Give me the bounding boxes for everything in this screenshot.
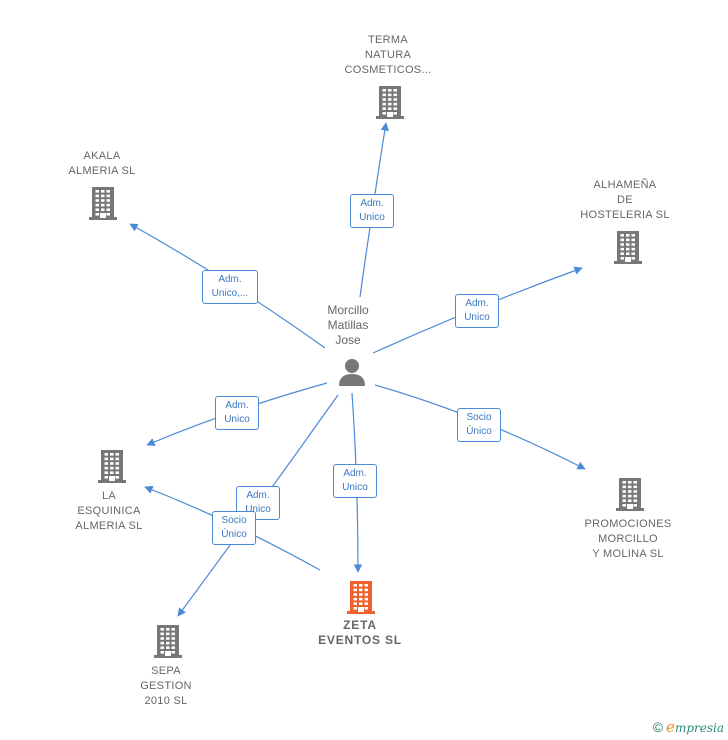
building-icon[interactable] [374, 84, 406, 125]
edge-label-promociones[interactable]: Socio Único [457, 408, 501, 442]
copyright-symbol: © [652, 719, 664, 735]
company-name-terma[interactable]: TERMA NATURA COSMETICOS... [344, 33, 432, 76]
building-icon[interactable] [345, 579, 377, 620]
building-icon[interactable] [96, 448, 128, 489]
company-name-esquinica[interactable]: LA ESQUINICA ALMERIA SL [75, 489, 143, 532]
company-name-zeta[interactable]: ZETA EVENTOS SL [318, 618, 402, 647]
edge-label-sepa[interactable]: Socio Único [212, 511, 256, 545]
edge-label-terma[interactable]: Adm. Unico [350, 194, 394, 228]
edge-label-zeta[interactable]: Adm. Unico [333, 464, 377, 498]
brand-e-letter: e [666, 718, 675, 736]
person-icon[interactable] [337, 357, 367, 392]
person-name[interactable]: Morcillo Matillas Jose [327, 303, 369, 347]
company-name-promociones[interactable]: PROMOCIONES MORCILLO Y MOLINA SL [584, 517, 672, 560]
building-icon[interactable] [152, 623, 184, 664]
edge-label-alhamena[interactable]: Adm. Unico [455, 294, 499, 328]
edge-label-akala[interactable]: Adm. Unico,... [202, 270, 258, 304]
building-icon[interactable] [612, 229, 644, 270]
company-name-akala[interactable]: AKALA ALMERIA SL [68, 150, 136, 177]
building-icon[interactable] [614, 476, 646, 517]
building-icon[interactable] [87, 185, 119, 226]
company-name-alhamena[interactable]: ALHAMEÑA DE HOSTELERIA SL [580, 178, 670, 221]
edge-label-esquinica[interactable]: Adm. Unico [215, 396, 259, 430]
brand-name: mpresia [674, 721, 724, 735]
footer-brand[interactable]: ©empresia [653, 718, 724, 736]
company-name-sepa[interactable]: SEPA GESTION 2010 SL [140, 664, 192, 707]
